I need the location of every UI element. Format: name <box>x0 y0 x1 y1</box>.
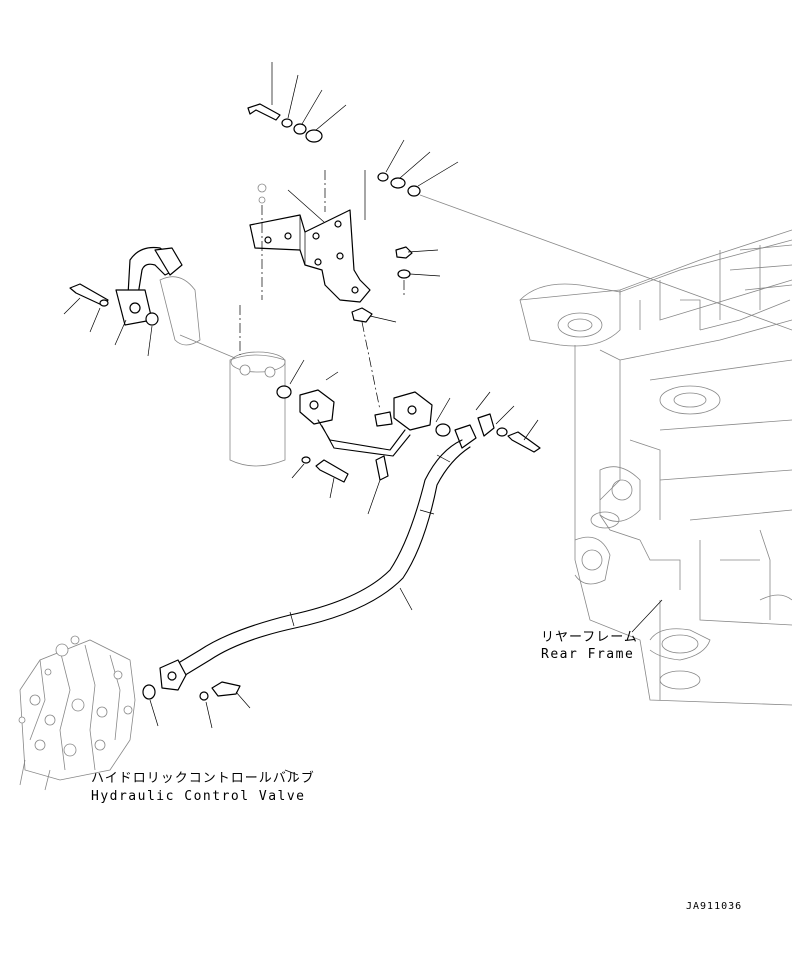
top-hardware <box>247 103 421 411</box>
rear-frame-label-en: Rear Frame <box>541 647 634 662</box>
long-hose <box>142 424 477 701</box>
rear-frame-drawing <box>419 194 792 706</box>
rear-frame-label-jp: リヤーフレーム <box>541 630 638 645</box>
mounting-bracket <box>249 170 371 303</box>
hydraulic-control-valve-drawing <box>18 635 136 791</box>
filter-and-upper-hose <box>69 246 286 467</box>
hydraulic-valve-label-en: Hydraulic Control Valve <box>91 789 306 804</box>
hydraulic-valve-label-jp: ハイドロリックコントロールバルブ <box>91 770 315 786</box>
leader-lines <box>63 62 663 776</box>
drawing-code: JA911036 <box>686 901 742 912</box>
middle-tube-assembly <box>276 385 541 483</box>
